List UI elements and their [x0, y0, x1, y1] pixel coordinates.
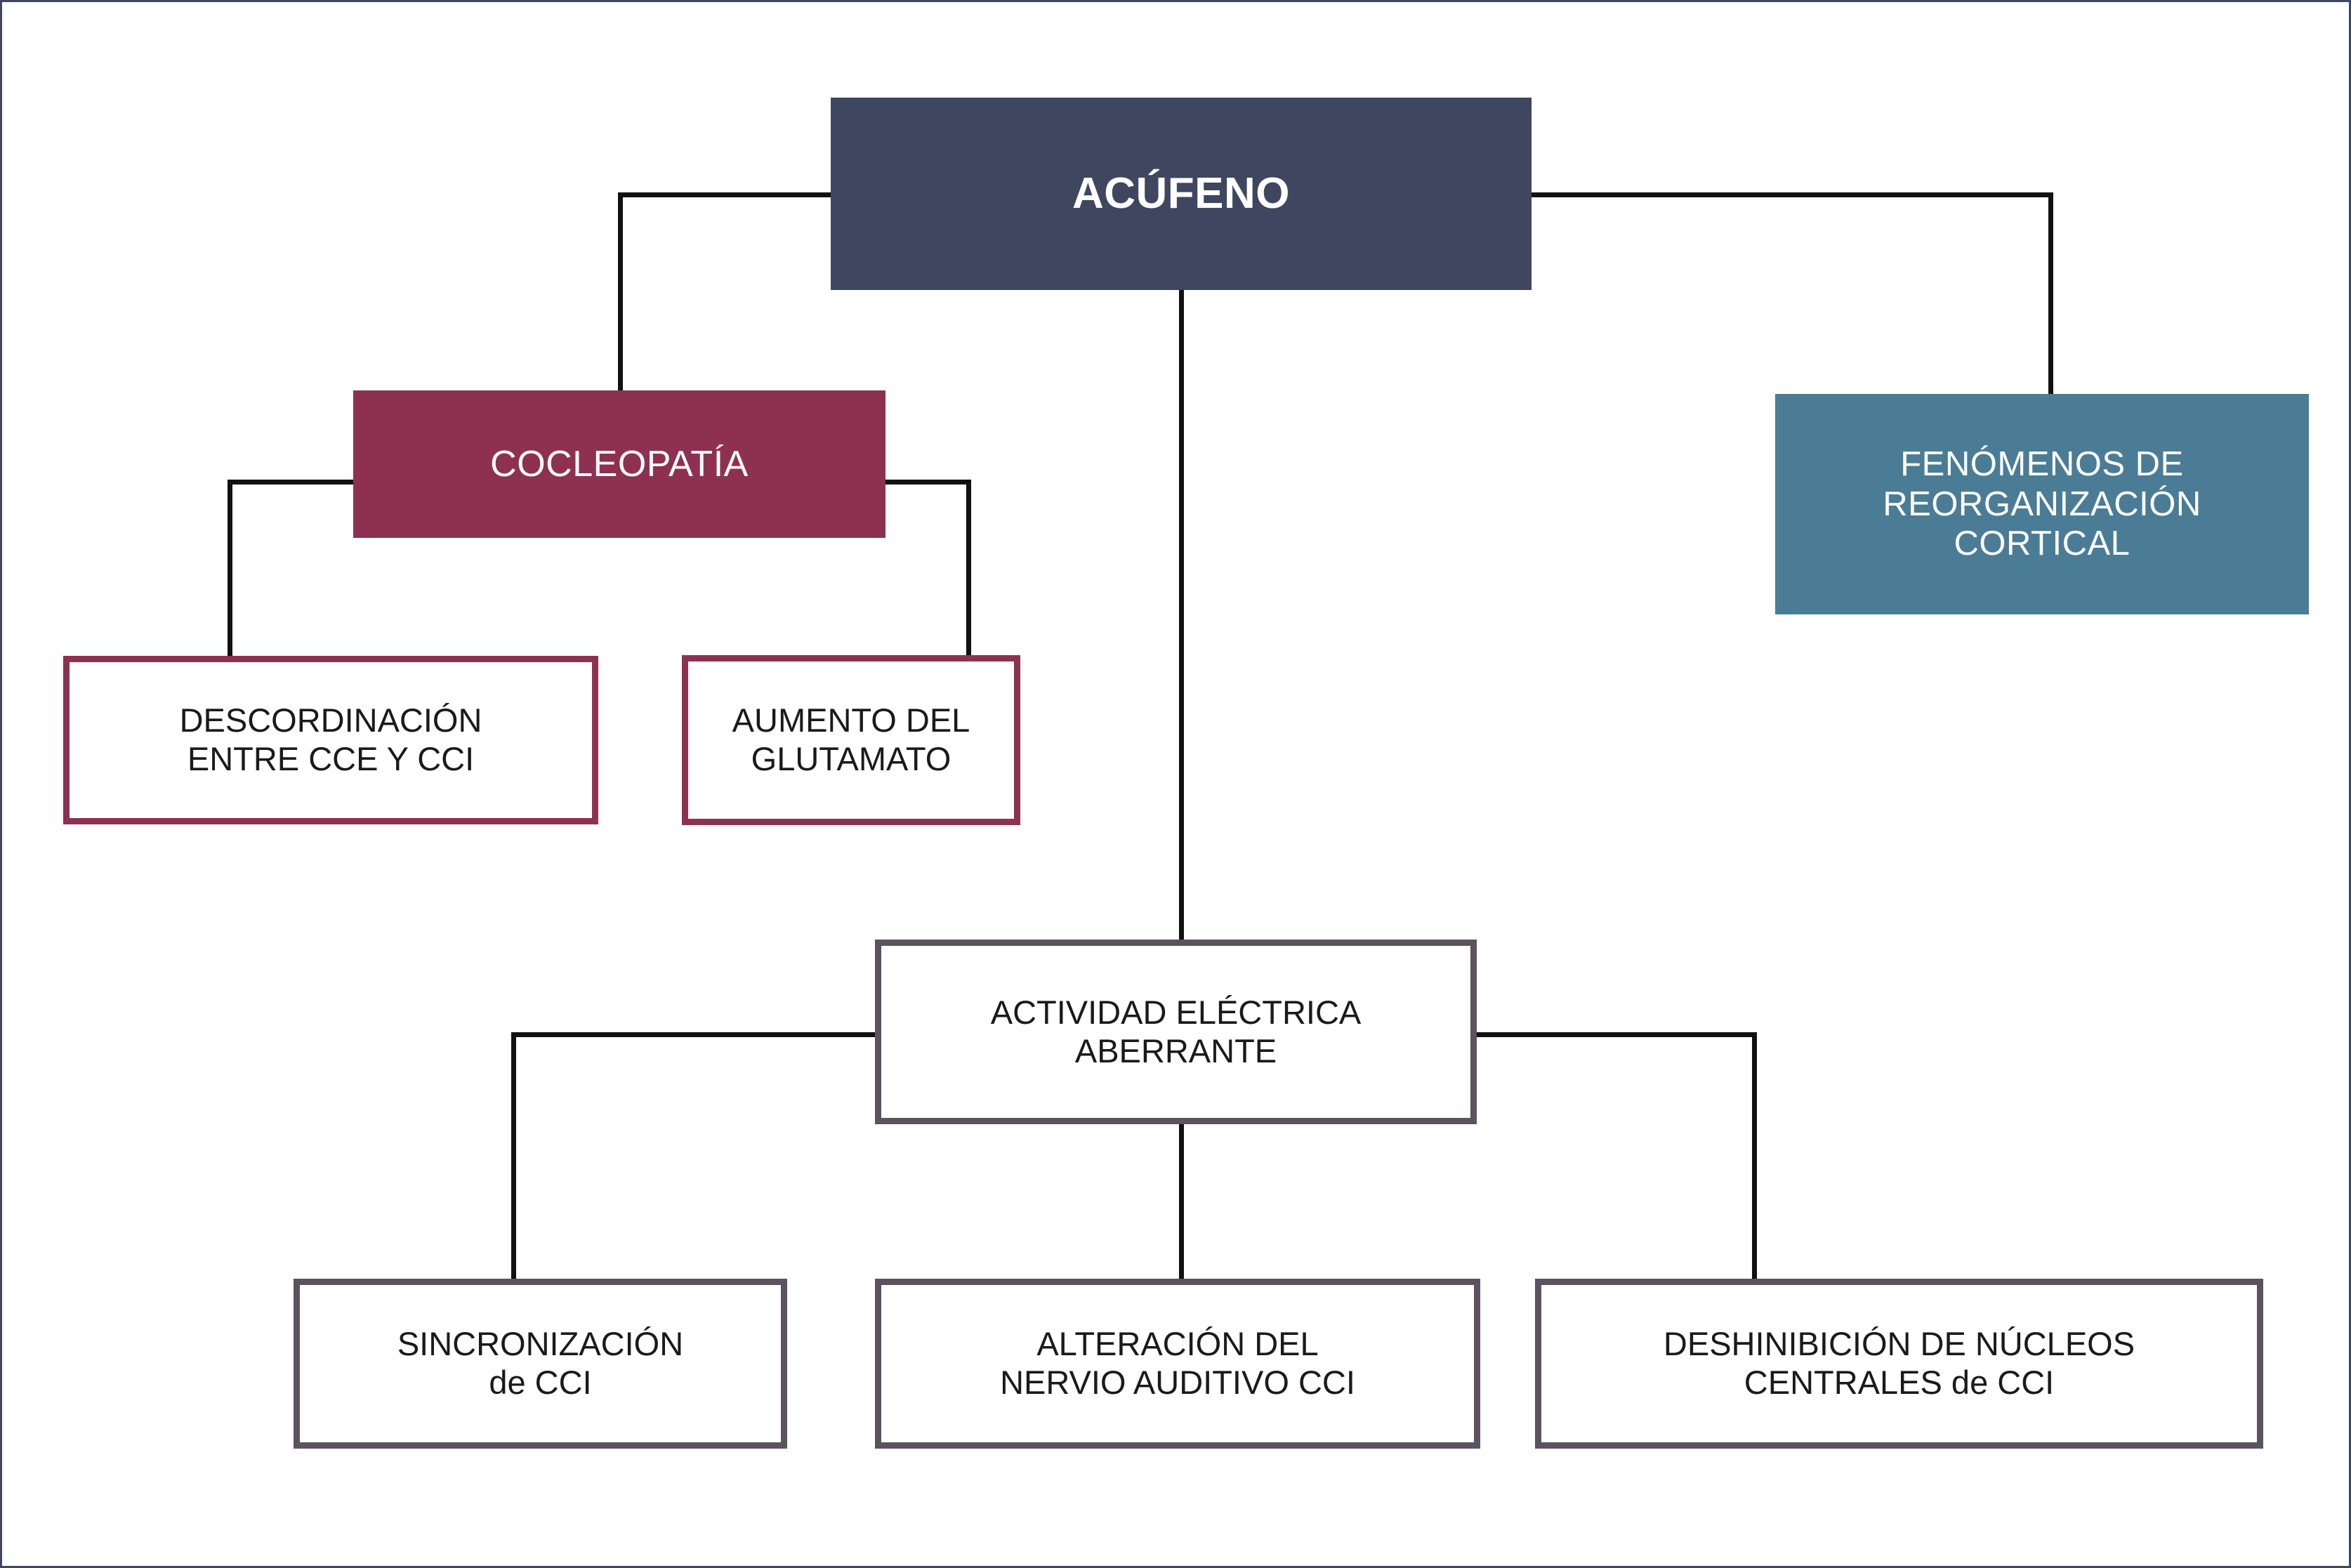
node-fenomenos-reorganizacion-cortical[interactable]: FENÓMENOS DE REORGANIZACIÓN CORTICAL — [1775, 394, 2309, 614]
node-descoordinacion[interactable]: DESCORDINACIÓN ENTRE CCE Y CCI — [63, 656, 598, 824]
edge-acufeno-to-actividad-vertical — [1179, 289, 1184, 942]
node-acufeno[interactable]: ACÚFENO — [831, 98, 1532, 290]
node-fenomenos-reorganizacion-cortical-label: FENÓMENOS DE REORGANIZACIÓN CORTICAL — [1883, 444, 2201, 563]
node-acufeno-label: ACÚFENO — [1072, 169, 1291, 218]
node-cocleopatia-label: COCLEOPATÍA — [490, 443, 749, 485]
edge-acufeno-to-cocleopatia-horizontal — [618, 192, 833, 197]
node-alteracion-nervio-auditivo-label: ALTERACIÓN DEL NERVIO AUDITIVO CCI — [1000, 1325, 1355, 1401]
node-sincronizacion-label: SINCRONIZACIÓN de CCI — [397, 1325, 684, 1401]
edge-actividad-to-sincronizacion-vertical — [511, 1032, 516, 1282]
edge-actividad-to-alteracion-vertical — [1179, 1123, 1184, 1282]
edge-cocleopatia-to-descoordinacion-vertical — [228, 480, 232, 659]
node-aumento-glutamato-label: AUMENTO DEL GLUTAMATO — [732, 701, 970, 777]
edge-actividad-right-horizontal — [1474, 1032, 1757, 1037]
node-descoordinacion-label: DESCORDINACIÓN ENTRE CCE Y CCI — [179, 701, 482, 777]
node-sincronizacion[interactable]: SINCRONIZACIÓN de CCI — [294, 1279, 787, 1449]
edge-acufeno-to-cocleopatia-vertical — [618, 192, 623, 393]
edge-cocleopatia-right-horizontal — [881, 480, 971, 485]
node-cocleopatia[interactable]: COCLEOPATÍA — [353, 390, 885, 538]
edge-acufeno-to-fenomenos-vertical — [2048, 192, 2053, 396]
edge-cocleopatia-left-horizontal — [228, 480, 357, 485]
node-deshinibicion-nucleos-centrales-label: DESHINIBICIÓN DE NÚCLEOS CENTRALES de CC… — [1663, 1325, 2135, 1401]
edge-cocleopatia-to-glutamato-vertical — [966, 480, 971, 658]
edge-actividad-left-horizontal — [511, 1032, 878, 1037]
node-actividad-electrica-aberrante[interactable]: ACTIVIDAD ELÉCTRICA ABERRANTE — [875, 940, 1477, 1124]
edge-actividad-to-deshinibicion-vertical — [1752, 1032, 1757, 1282]
node-deshinibicion-nucleos-centrales[interactable]: DESHINIBICIÓN DE NÚCLEOS CENTRALES de CC… — [1535, 1279, 2263, 1449]
node-actividad-electrica-aberrante-label: ACTIVIDAD ELÉCTRICA ABERRANTE — [990, 993, 1362, 1069]
edge-acufeno-to-fenomenos-horizontal — [1529, 192, 2053, 197]
node-alteracion-nervio-auditivo[interactable]: ALTERACIÓN DEL NERVIO AUDITIVO CCI — [875, 1279, 1480, 1449]
node-aumento-glutamato[interactable]: AUMENTO DEL GLUTAMATO — [682, 655, 1020, 825]
